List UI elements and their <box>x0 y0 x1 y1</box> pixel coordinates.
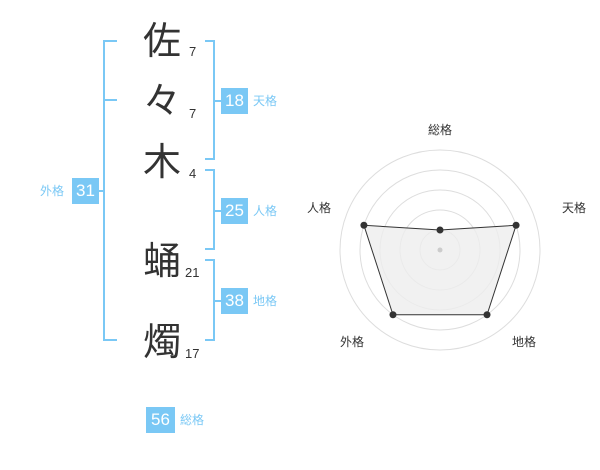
gaikaku-value: 31 <box>72 178 99 204</box>
tenkaku-value: 18 <box>221 88 248 114</box>
jinkaku-value: 25 <box>221 198 248 224</box>
radar-axis-label-3: 地格 <box>512 334 536 349</box>
name-char-3-strokes: 4 <box>189 166 197 181</box>
name-char-3: 木 <box>143 140 182 184</box>
name-char-1: 佐 <box>143 19 182 63</box>
radar-axis-label-4: 外格 <box>340 334 364 349</box>
radar-point-1 <box>436 226 444 234</box>
soukaku-value: 56 <box>146 407 175 433</box>
name-char-2: 々 <box>143 79 182 123</box>
radar-axis-label-2: 天格 <box>562 200 586 215</box>
radar-point-4 <box>389 311 397 319</box>
jinkaku-label: 人格 <box>253 204 278 218</box>
radar-point-5 <box>360 221 368 229</box>
chikaku-label: 地格 <box>253 294 278 308</box>
tenkaku-label: 天格 <box>253 94 278 108</box>
name-char-5-strokes: 17 <box>185 346 200 361</box>
jinkaku-bracket <box>205 169 215 250</box>
radar-grid-ring-5 <box>339 149 541 351</box>
name-char-1-strokes: 7 <box>189 44 197 59</box>
chikaku-value: 38 <box>221 288 248 314</box>
name-char-2-strokes: 7 <box>189 106 197 121</box>
radar-data-polygon <box>363 224 517 316</box>
radar-point-3 <box>483 311 491 319</box>
gaikaku-label: 外格 <box>40 184 65 198</box>
radar-grid-ring-4 <box>359 169 521 331</box>
soukaku-label: 総格 <box>180 413 205 427</box>
radar-axis-label-5: 人格 <box>307 200 331 215</box>
name-char-4-strokes: 21 <box>185 265 200 280</box>
radar-center-dot <box>437 247 443 253</box>
name-char-5: 燭 <box>143 320 182 364</box>
radar-axis-label-1: 総格 <box>428 122 452 137</box>
radar-point-2 <box>512 221 520 229</box>
name-char-4: 蛹 <box>143 239 182 283</box>
